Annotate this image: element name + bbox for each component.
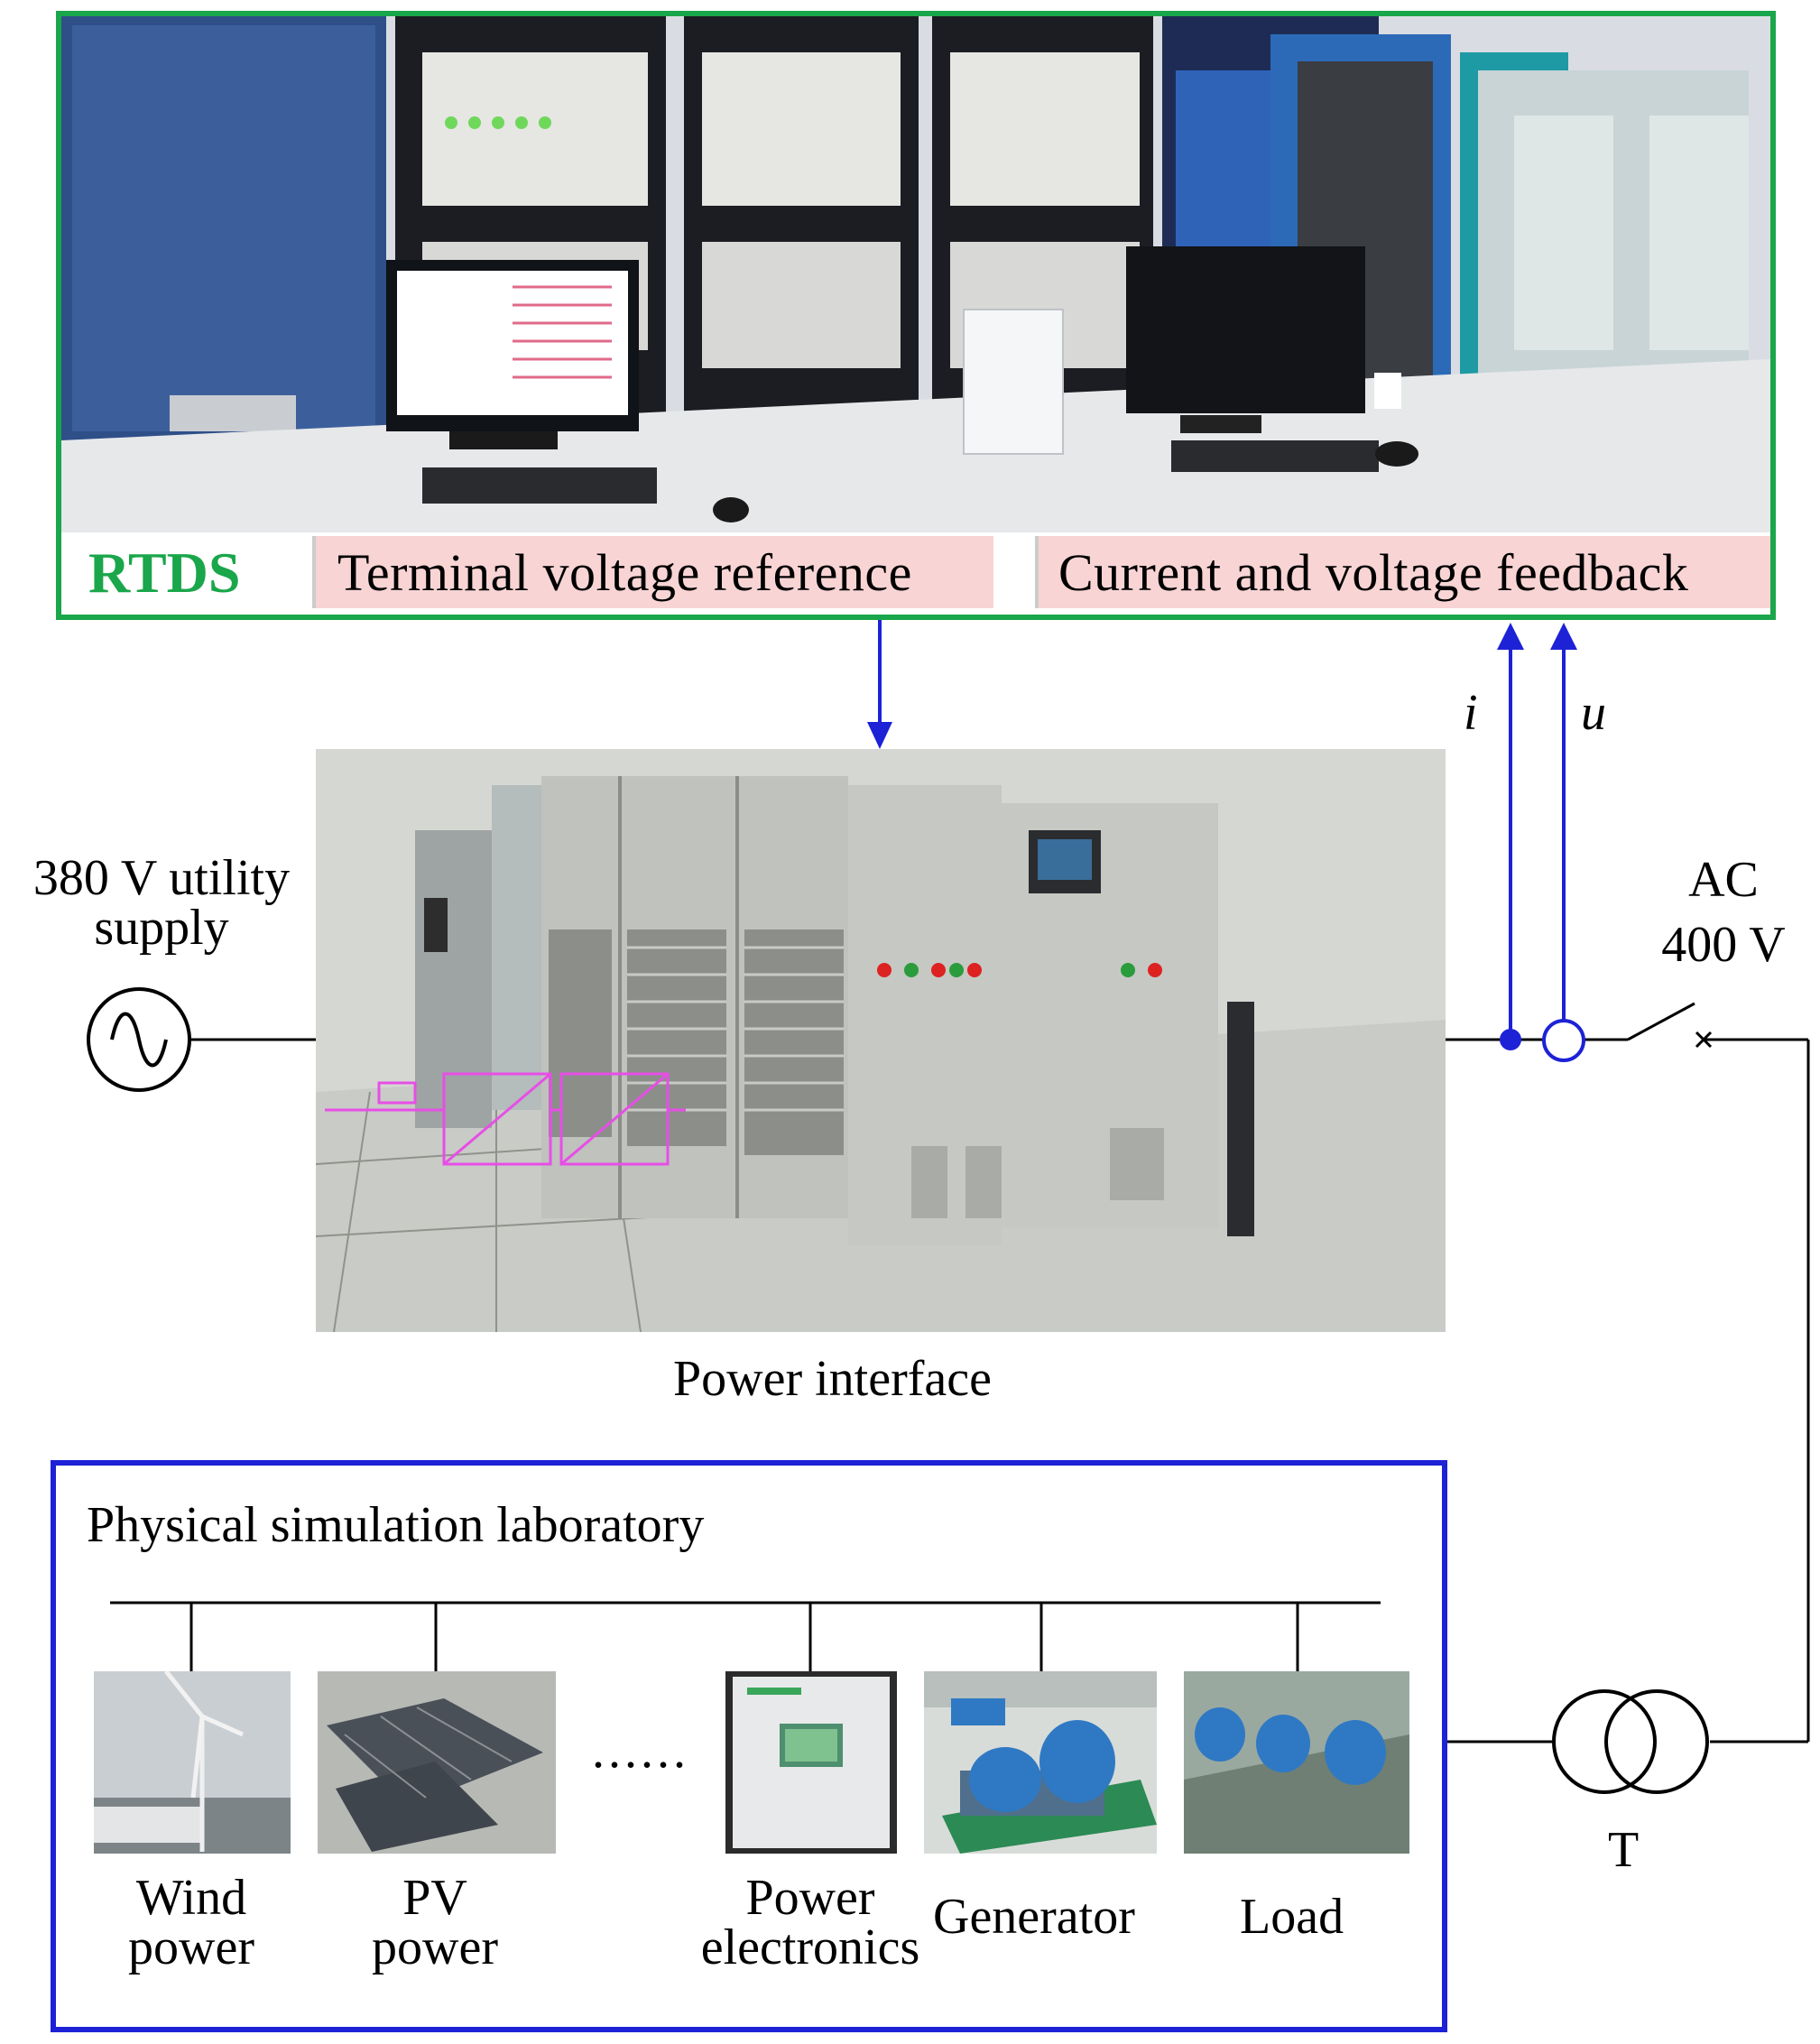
transformer-label: T bbox=[1608, 1822, 1640, 1878]
load-label: Load bbox=[1240, 1889, 1344, 1945]
ac-voltage-label: AC 400 V bbox=[1633, 848, 1814, 977]
power-electronics-line1: Power bbox=[745, 1870, 875, 1926]
wind-power-label: Wind power bbox=[83, 1873, 300, 1973]
generator-photo bbox=[924, 1671, 1157, 1854]
utility-supply-line2: supply bbox=[94, 899, 229, 956]
laboratory-title: Physical simulation laboratory bbox=[87, 1497, 705, 1553]
generator-label: Generator bbox=[933, 1889, 1135, 1945]
pv-power-label: PV power bbox=[327, 1873, 543, 1973]
power-electronics-photo bbox=[725, 1671, 897, 1854]
wind-power-photo bbox=[94, 1671, 291, 1854]
rtds-photo bbox=[61, 16, 1770, 532]
voltage-signal-label: u bbox=[1581, 685, 1606, 741]
terminal-voltage-reference-text: Terminal voltage reference bbox=[337, 542, 912, 602]
ac-voltage-line1: AC bbox=[1688, 852, 1759, 908]
transformer-icon bbox=[1552, 1689, 1709, 1794]
current-voltage-feedback-label: Current and voltage feedback bbox=[1035, 536, 1770, 608]
breaker-contact-icon bbox=[1695, 1031, 1713, 1049]
ac-source-icon bbox=[87, 987, 191, 1092]
power-electronics-line2: electronics bbox=[700, 1919, 920, 1975]
pv-power-line2: power bbox=[372, 1919, 498, 1975]
voltage-measurement-node-icon bbox=[1542, 1019, 1585, 1062]
pv-power-photo bbox=[318, 1671, 556, 1854]
wind-power-line1: Wind bbox=[135, 1870, 247, 1926]
rtds-title: RTDS bbox=[88, 541, 241, 605]
power-interface-label: Power interface bbox=[673, 1351, 992, 1407]
ac-voltage-line2: 400 V bbox=[1661, 916, 1786, 973]
current-voltage-feedback-text: Current and voltage feedback bbox=[1058, 542, 1689, 602]
ellipsis-more-devices: ...... bbox=[592, 1723, 689, 1779]
pv-power-line1: PV bbox=[402, 1870, 467, 1926]
current-measurement-node-icon bbox=[1500, 1029, 1521, 1050]
current-signal-label: i bbox=[1464, 685, 1478, 741]
utility-supply-line1: 380 V utility bbox=[32, 850, 291, 906]
physical-simulation-laboratory-frame bbox=[51, 1460, 1447, 2032]
power-electronics-label: Power electronics bbox=[684, 1873, 937, 1973]
power-interface-photo bbox=[316, 749, 1446, 1332]
terminal-voltage-reference-label: Terminal voltage reference bbox=[312, 536, 993, 608]
wind-power-line2: power bbox=[128, 1919, 254, 1975]
utility-supply-label: 380 V utility supply bbox=[13, 850, 310, 956]
load-photo bbox=[1184, 1671, 1409, 1854]
